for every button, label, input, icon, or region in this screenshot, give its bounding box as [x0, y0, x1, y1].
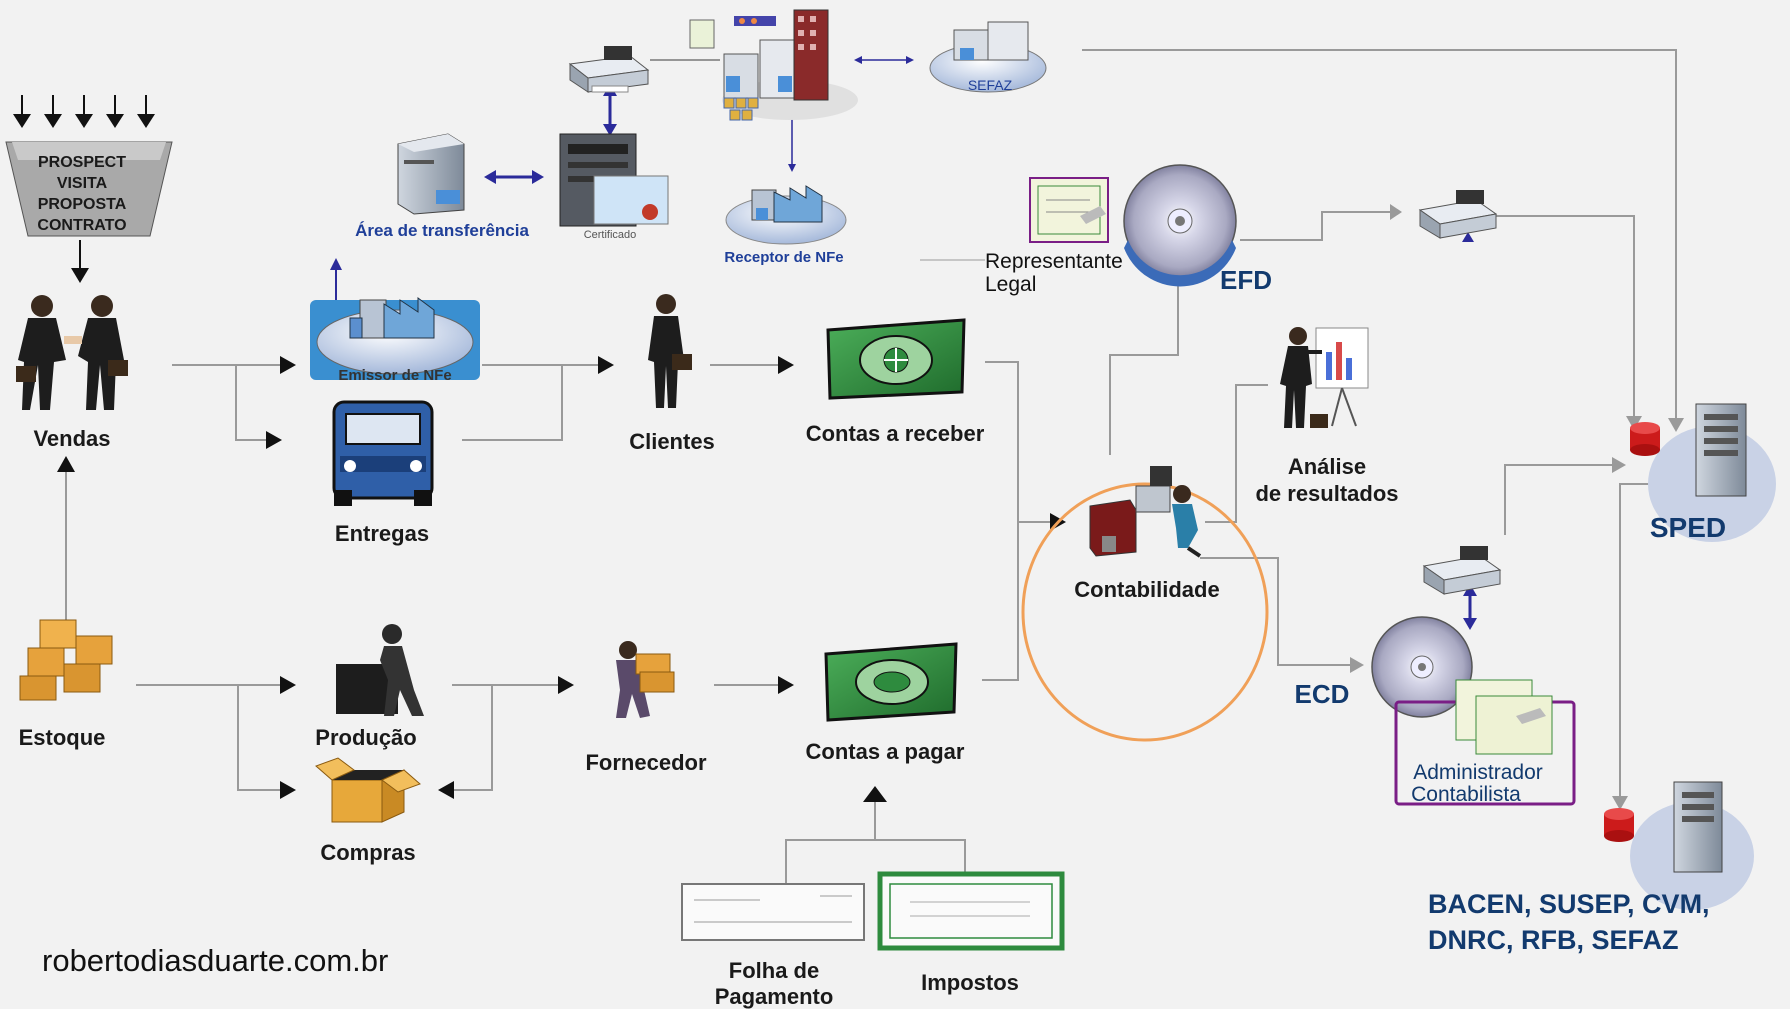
server-icon	[953, 21, 1029, 61]
factory-icon	[751, 185, 823, 223]
contabilidade-label: Contabilidade	[1074, 577, 1219, 602]
node-entregas: Entregas	[332, 400, 434, 546]
analise-label-line1: Análise	[1288, 454, 1366, 479]
node-area-transferencia: Área de transferência	[355, 133, 529, 240]
emissor-nfe-label: Emissor de NFe	[338, 367, 451, 384]
node-ecd: ECD	[1295, 616, 1473, 718]
administrador-label-line1: Administrador	[1413, 761, 1543, 784]
clientes-label: Clientes	[629, 429, 715, 454]
contabilidade-highlight-circle	[1021, 482, 1269, 742]
printer-icon	[1422, 546, 1502, 595]
funnel-input-arrows	[13, 95, 155, 128]
node-efd: EFD	[1123, 164, 1272, 295]
vendas-label: Vendas	[33, 426, 110, 451]
node-folha-pagamento: Folha de Pagamento	[681, 883, 865, 1009]
node-orgaos: BACEN, SUSEP, CVM, DNRC, RFB, SEFAZ	[1428, 781, 1754, 955]
money-icon	[826, 318, 966, 400]
compras-label: Compras	[320, 840, 415, 865]
sefaz-top-label: SEFAZ	[968, 77, 1013, 93]
orgaos-label-line1: BACEN, SUSEP, CVM,	[1428, 889, 1710, 919]
node-sped: SPED	[1630, 403, 1776, 543]
funnel-stage-proposta: PROPOSTA	[38, 196, 127, 213]
administrador-label-line2: Contabilista	[1411, 783, 1521, 806]
fornecedor-label: Fornecedor	[585, 750, 706, 775]
node-clientes: Clientes	[629, 294, 715, 454]
printer-icon	[1418, 190, 1498, 239]
double-arrows	[484, 56, 1477, 630]
node-contabilidade: Contabilidade	[1021, 466, 1269, 742]
funnel-stage-visita: VISITA	[57, 175, 108, 192]
porter-icon	[616, 641, 675, 718]
estoque-label: Estoque	[19, 725, 106, 750]
open-box-icon	[315, 757, 421, 823]
ecd-label: ECD	[1295, 679, 1350, 709]
node-producao: Produção	[315, 624, 424, 750]
database-icon	[1630, 422, 1660, 456]
office-worker-icon	[1089, 466, 1202, 558]
producao-label: Produção	[315, 725, 416, 750]
certificate-icon	[1029, 177, 1109, 243]
area-transferencia-label: Área de transferência	[355, 221, 529, 240]
node-estoque: Estoque	[19, 619, 113, 750]
form-icon	[877, 871, 1065, 951]
node-administrador-contabilista: Administrador Contabilista	[1394, 679, 1576, 806]
representante-label-line2: Legal	[985, 273, 1036, 296]
contas-receber-label: Contas a receber	[806, 421, 985, 446]
sales-funnel: PROSPECT VISITA PROPOSTA CONTRATO	[5, 141, 173, 237]
node-vendas: Vendas	[16, 295, 128, 451]
server-icon	[397, 133, 465, 215]
folha-pagamento-label-line1: Folha de	[729, 958, 819, 983]
node-sefaz-top: SEFAZ	[929, 21, 1047, 93]
certificado-label: Certificado	[584, 229, 637, 241]
server-icon	[1695, 403, 1747, 497]
impostos-label: Impostos	[921, 970, 1019, 995]
node-representante-legal: Representante Legal	[985, 177, 1123, 296]
presenter-icon	[1280, 327, 1369, 428]
boxes-icon	[19, 619, 113, 701]
node-contas-pagar: Contas a pagar	[806, 642, 965, 764]
printer-icon	[568, 46, 650, 93]
node-fornecedor: Fornecedor	[585, 641, 707, 775]
efd-label: EFD	[1220, 265, 1272, 295]
certificate-icon	[1455, 679, 1553, 755]
city-icon	[689, 9, 858, 121]
funnel-stage-contrato: CONTRATO	[37, 217, 126, 234]
node-analise-resultados: Análise de resultados	[1255, 327, 1399, 506]
certificate-icon	[593, 175, 669, 225]
factory-icon	[349, 297, 435, 339]
node-certificado: Certificado	[559, 133, 669, 241]
website-credit: robertodiasduarte.com.br	[42, 943, 388, 978]
folha-pagamento-label-line2: Pagamento	[715, 984, 834, 1009]
funnel-stage-prospect: PROSPECT	[38, 154, 126, 171]
sped-label: SPED	[1650, 512, 1726, 543]
form-icon	[681, 883, 865, 941]
entregas-label: Entregas	[335, 521, 429, 546]
node-compras: Compras	[315, 757, 421, 865]
cubes-icon	[723, 97, 759, 121]
handshake-icon	[16, 295, 128, 410]
server-icon	[1673, 781, 1723, 873]
node-receptor-nfe: Receptor de NFe	[724, 185, 847, 266]
node-emissor-nfe: Emissor de NFe	[310, 297, 480, 384]
analise-label-line2: de resultados	[1255, 481, 1398, 506]
disc-icon	[1123, 164, 1237, 287]
orgaos-label-line2: DNRC, RFB, SEFAZ	[1428, 925, 1679, 955]
disc-icon	[1371, 616, 1473, 718]
contas-pagar-label: Contas a pagar	[806, 739, 965, 764]
representante-label-line1: Representante	[985, 250, 1123, 273]
node-contas-receber: Contas a receber	[806, 318, 985, 446]
worker-icon	[336, 624, 424, 716]
truck-icon	[332, 400, 434, 506]
connectors	[13, 49, 1684, 885]
receptor-nfe-label: Receptor de NFe	[724, 249, 843, 266]
businessman-icon	[648, 294, 692, 408]
node-impostos: Impostos	[877, 871, 1065, 995]
money-icon	[824, 642, 958, 722]
database-icon	[1604, 808, 1634, 842]
